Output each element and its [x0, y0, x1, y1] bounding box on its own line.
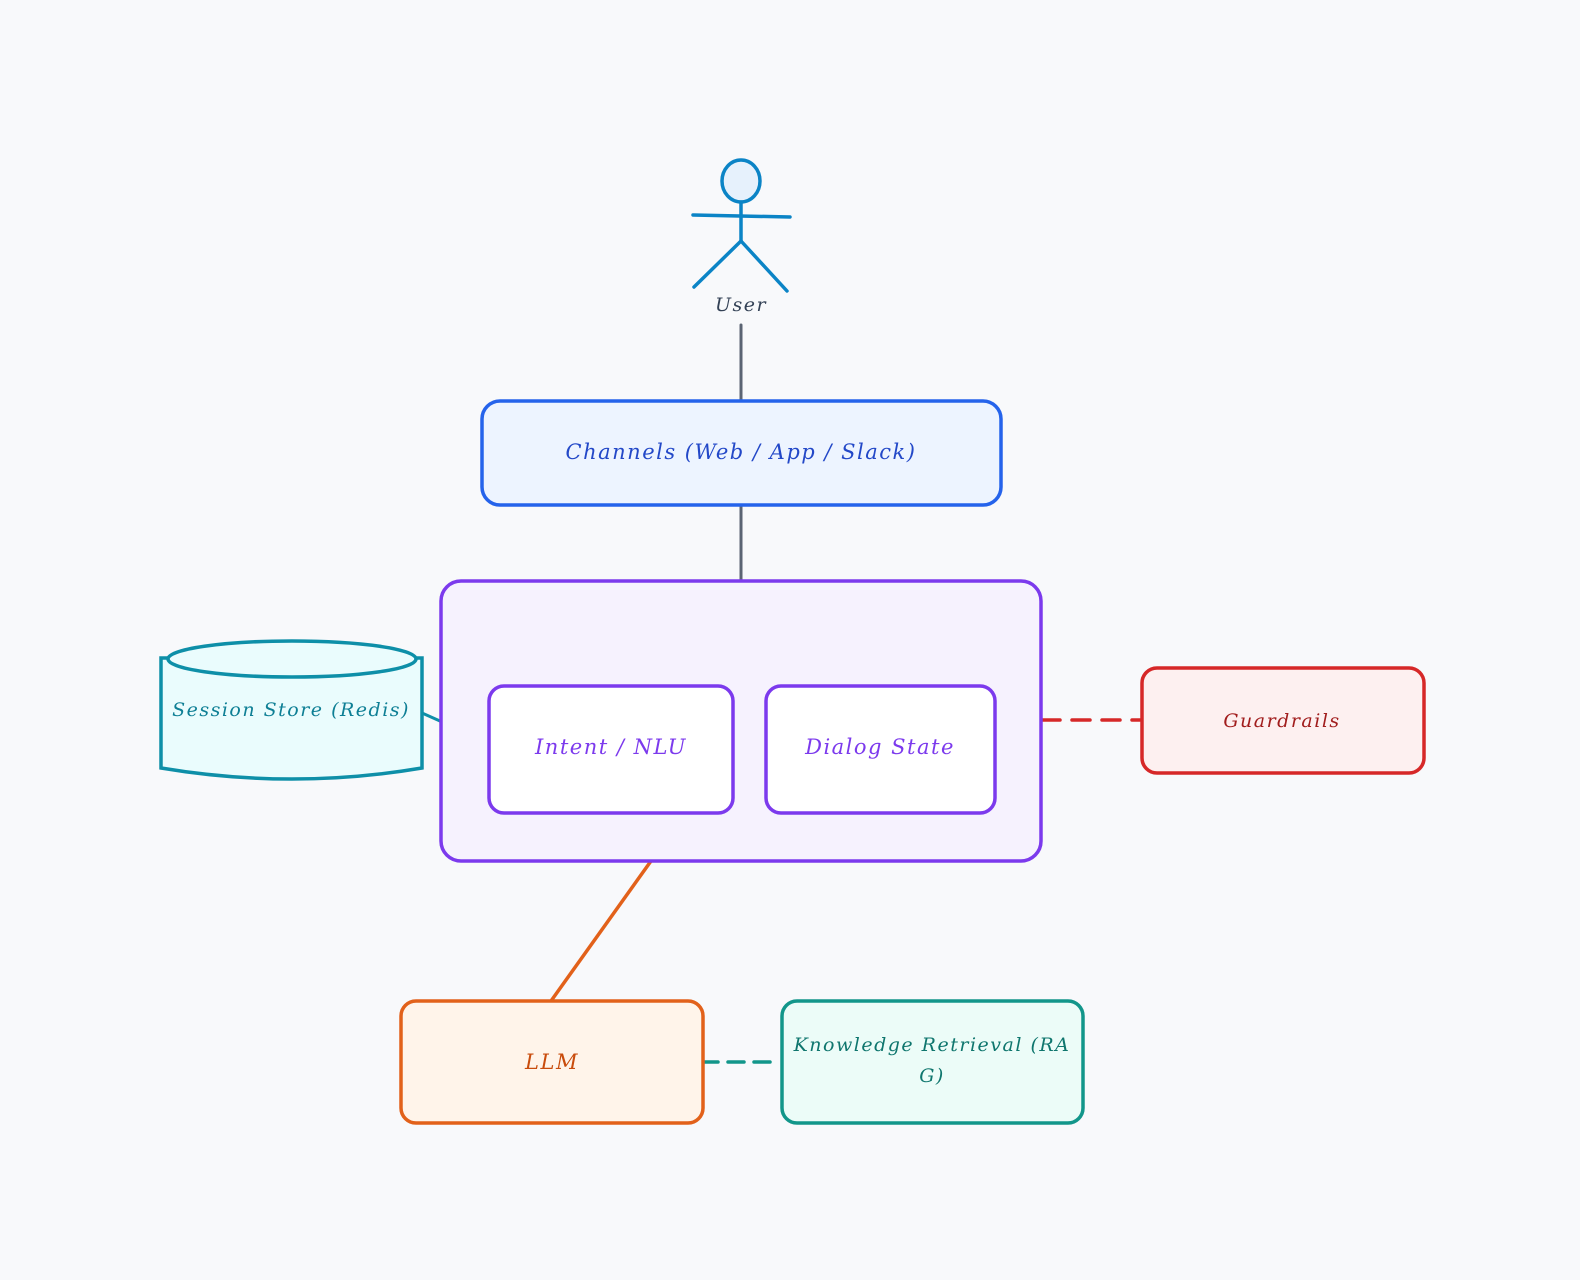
knowledge-retrieval-label-line1: Knowledge Retrieval (RA — [793, 1034, 1071, 1056]
intent-nlu-node: Intent / NLU — [487, 684, 735, 815]
edge-session-orchestrator — [420, 711, 442, 723]
user-icon — [691, 158, 792, 293]
user-actor — [691, 158, 792, 293]
session-store-node: Session Store (Redis) — [159, 639, 424, 781]
database-cylinder-icon — [159, 656, 424, 781]
channels-node: Channels (Web / App / Slack) — [480, 399, 1003, 507]
edge-orchestrator-llm — [549, 859, 653, 1003]
session-store-label: Session Store (Redis) — [172, 699, 410, 721]
llm-node: LLM — [399, 999, 705, 1125]
knowledge-retrieval-node: Knowledge Retrieval (RA G) — [780, 999, 1085, 1125]
user-label: User — [715, 294, 768, 316]
knowledge-retrieval-label-line2: G) — [919, 1065, 945, 1087]
guardrails-node: Guardrails — [1140, 666, 1426, 775]
dialog-state-label: Dialog State — [804, 735, 955, 759]
guardrails-label: Guardrails — [1223, 710, 1340, 732]
intent-nlu-label: Intent / NLU — [534, 735, 687, 759]
channels-label: Channels (Web / App / Slack) — [566, 440, 917, 464]
dialog-state-node: Dialog State — [764, 684, 997, 815]
llm-label: LLM — [524, 1050, 579, 1074]
